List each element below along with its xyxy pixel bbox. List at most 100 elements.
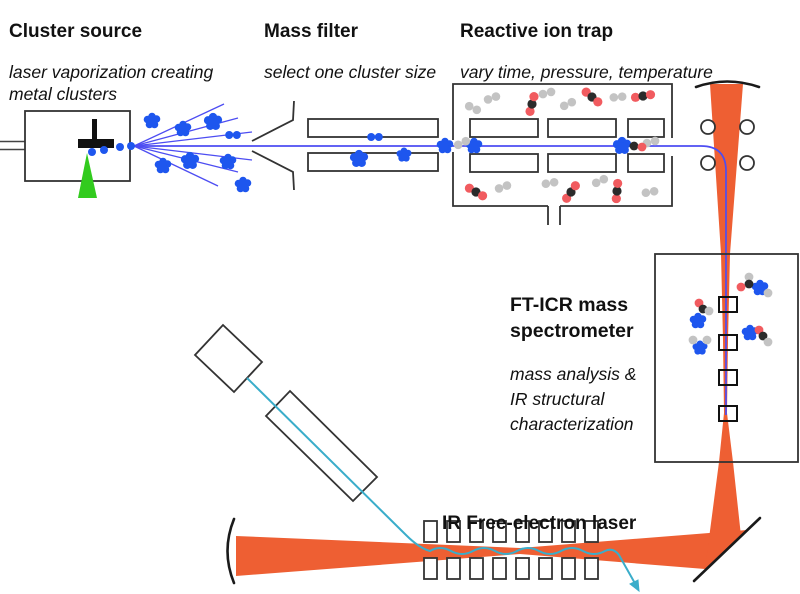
cluster-source-label: Cluster source laser vaporization creati… xyxy=(9,2,213,123)
metal-cluster xyxy=(756,284,764,293)
metal-atom xyxy=(116,143,124,151)
undulator-magnet xyxy=(469,520,484,543)
gas-molecule-atom xyxy=(453,140,463,150)
trap-electrode xyxy=(547,118,617,138)
gas-molecule-atom xyxy=(472,105,482,115)
gas-molecule-atom xyxy=(649,186,659,196)
electron-accelerator xyxy=(264,389,379,503)
metal-cluster xyxy=(374,133,383,141)
metal-cluster xyxy=(208,118,218,127)
metal-clusters xyxy=(88,112,769,355)
adsorbed-atom xyxy=(637,142,647,152)
ion-trap-subtitle: vary time, pressure, temperature xyxy=(460,62,713,82)
adsorbed-atom xyxy=(629,141,639,151)
quadrupole-bender xyxy=(700,119,755,171)
mass-filter-title: Mass filter xyxy=(264,21,358,42)
adsorbed-atom xyxy=(704,306,714,316)
undulator-magnet xyxy=(561,520,576,543)
gas-molecule-atom xyxy=(599,174,609,184)
reactant-molecule-atom xyxy=(612,186,622,196)
trap-electrode xyxy=(627,153,665,173)
undulator-magnet xyxy=(423,557,438,580)
icr-trap-plate xyxy=(718,405,738,422)
cavity-end-mirror-top xyxy=(694,80,761,89)
metal-cluster xyxy=(746,329,754,338)
folding-mirror-45deg xyxy=(692,516,762,583)
vaporization-laser-beam xyxy=(78,153,97,198)
trap-housing xyxy=(452,83,673,225)
metal-cluster xyxy=(694,317,702,326)
fticr-subtitle: mass analysis & IR structural characteri… xyxy=(510,364,637,434)
reactant-molecule-atom xyxy=(593,97,603,107)
undulator-magnet xyxy=(423,520,438,543)
gas-molecule-atom xyxy=(559,101,569,111)
fticr-box xyxy=(654,253,799,463)
reactant-molecule-atom xyxy=(630,92,641,102)
undulator-magnet xyxy=(446,557,461,580)
metal-target xyxy=(78,139,114,148)
metal-cluster xyxy=(239,181,247,190)
adsorbed-atom xyxy=(763,288,773,298)
cluster-source-subtitle: laser vaporization creating metal cluste… xyxy=(9,62,214,104)
undulator-magnet xyxy=(492,557,507,580)
fticr-cell xyxy=(654,253,799,463)
gas-molecule-atom xyxy=(650,136,660,146)
reactant-molecule-atom xyxy=(611,193,621,204)
trap-electrode xyxy=(469,118,539,138)
metal-cluster xyxy=(617,142,627,151)
undulator-magnet xyxy=(561,557,576,580)
bender-electrode xyxy=(739,155,755,171)
fel-label: IR Free-electron laser xyxy=(442,494,636,553)
cluster-source-title: Cluster source xyxy=(9,21,143,42)
gas-molecule-atom xyxy=(567,97,577,107)
adsorbed-atom xyxy=(758,331,768,341)
gas-molecules xyxy=(453,87,773,347)
metal-cluster xyxy=(367,133,376,141)
reactive-ion-trap xyxy=(452,83,673,225)
electron-beam-path xyxy=(246,377,638,588)
gas-molecule-atom xyxy=(464,101,474,111)
mass-filter-rods xyxy=(307,118,439,172)
fel-title: IR Free-electron laser xyxy=(442,513,637,534)
gas-molecule-atom xyxy=(461,136,471,146)
target-rod xyxy=(92,119,97,140)
undulator-magnet xyxy=(446,520,461,543)
icr-trap-plate xyxy=(718,334,738,351)
trap-electrode xyxy=(627,118,665,138)
metal-cluster xyxy=(696,345,704,352)
reactant-molecule-atom xyxy=(529,92,539,102)
metal-cluster xyxy=(400,152,408,159)
undulator-magnet xyxy=(492,520,507,543)
metal-cluster xyxy=(224,158,232,167)
metal-atom xyxy=(127,142,135,150)
gas-molecule-atom xyxy=(591,178,601,188)
gas-molecule-atom xyxy=(641,188,651,198)
metal-cluster xyxy=(148,117,156,126)
mass-filter-label: Mass filter select one cluster size xyxy=(264,2,436,101)
ion-beam-line xyxy=(134,145,727,415)
fticr-label: FT-ICR mass spectrometer mass analysis &… xyxy=(510,274,636,455)
metal-cluster xyxy=(232,131,241,139)
gas-molecule-atom xyxy=(494,184,504,193)
electron-beam-arrowhead xyxy=(629,579,640,593)
gas-molecule-atom xyxy=(538,89,548,99)
skimmer-cone xyxy=(251,100,295,191)
quadrupole-rod-bottom xyxy=(307,152,439,172)
gas-molecule-atom xyxy=(491,92,501,101)
metal-cluster xyxy=(441,142,449,151)
gas-molecule-atom xyxy=(546,87,556,97)
icr-trap-plate xyxy=(718,369,738,386)
bender-electrode xyxy=(700,119,716,135)
gas-molecule-atom xyxy=(609,93,619,102)
adsorbed-atom xyxy=(744,272,754,282)
gas-molecule-atom xyxy=(541,179,551,189)
bender-electrode xyxy=(700,155,716,171)
adsorbed-atom xyxy=(688,335,698,345)
cluster-source-assembly xyxy=(0,110,131,198)
metal-atom xyxy=(88,148,96,156)
cavity-end-mirror-left xyxy=(226,517,236,585)
gas-molecule-atom xyxy=(502,181,512,190)
electron-beam xyxy=(246,377,640,593)
reactant-molecule-atom xyxy=(613,178,623,189)
